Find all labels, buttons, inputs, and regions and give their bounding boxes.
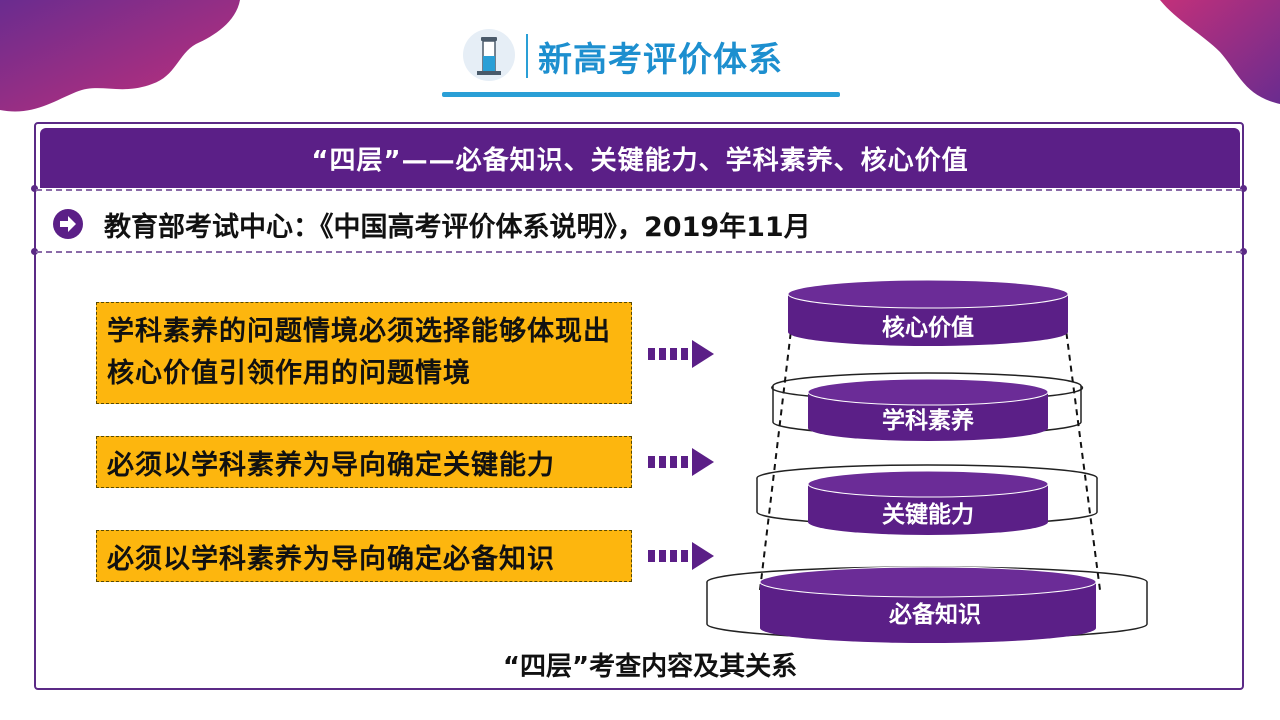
layer-discipline-literacy bbox=[807, 378, 1049, 441]
layer-core-value bbox=[787, 279, 1069, 346]
arrow-right-circle-icon bbox=[53, 209, 83, 239]
frame-dot bbox=[1240, 185, 1247, 192]
outer-ring-front bbox=[1047, 385, 1084, 397]
layer-label: 学科素养 bbox=[882, 407, 974, 434]
layer-key-ability bbox=[807, 470, 1049, 535]
outer-ring-front bbox=[771, 385, 809, 397]
dotted-arrow-icon bbox=[648, 448, 714, 476]
dashed-connector bbox=[759, 321, 1101, 591]
divider-dashed bbox=[36, 251, 1242, 253]
statement-text: 必须以学科素养为导向确定关键能力 bbox=[107, 450, 555, 481]
dotted-arrow-icon bbox=[648, 542, 714, 570]
corner-decoration-right bbox=[1160, 0, 1280, 104]
statement-text: 学科素养的问题情境必须选择能够体现出核心价值引领作用的问题情境 bbox=[107, 316, 611, 389]
layer-essential-knowledge bbox=[759, 566, 1097, 643]
statement-box: 必须以学科素养为导向确定必备知识 bbox=[96, 530, 632, 582]
test-tube-icon bbox=[463, 29, 515, 81]
layer-label: 关键能力 bbox=[882, 501, 974, 528]
layer-label: 核心价值 bbox=[882, 314, 974, 341]
corner-decoration-left bbox=[0, 0, 240, 112]
title-underline bbox=[442, 92, 840, 97]
statement-box: 学科素养的问题情境必须选择能够体现出核心价值引领作用的问题情境 bbox=[96, 302, 632, 404]
statement-text: 必须以学科素养为导向确定必备知识 bbox=[107, 544, 555, 575]
statement-box: 必须以学科素养为导向确定关键能力 bbox=[96, 436, 632, 488]
title-divider bbox=[526, 34, 528, 78]
layer-label: 必备知识 bbox=[889, 601, 981, 628]
four-layer-diagram: 核心价值 学科素养 关键能力 必备知识 bbox=[706, 279, 1148, 643]
source-row: 教育部考试中心：《中国高考评价体系说明》，2019年11月 bbox=[52, 204, 811, 244]
page-header: 新高考评价体系 bbox=[442, 20, 840, 98]
page-title: 新高考评价体系 bbox=[538, 40, 783, 80]
dotted-arrow-icon bbox=[648, 340, 714, 368]
divider-dashed bbox=[36, 189, 1242, 191]
source-text: 教育部考试中心：《中国高考评价体系说明》，2019年11月 bbox=[104, 211, 811, 243]
banner-heading: “四层”——必备知识、关键能力、学科素养、核心价值 bbox=[40, 128, 1240, 188]
content-frame bbox=[34, 122, 1244, 690]
frame-dot bbox=[31, 248, 38, 255]
frame-dot bbox=[1240, 248, 1247, 255]
frame-dot bbox=[31, 185, 38, 192]
diagram-caption: “四层”考查内容及其关系 bbox=[502, 652, 798, 682]
